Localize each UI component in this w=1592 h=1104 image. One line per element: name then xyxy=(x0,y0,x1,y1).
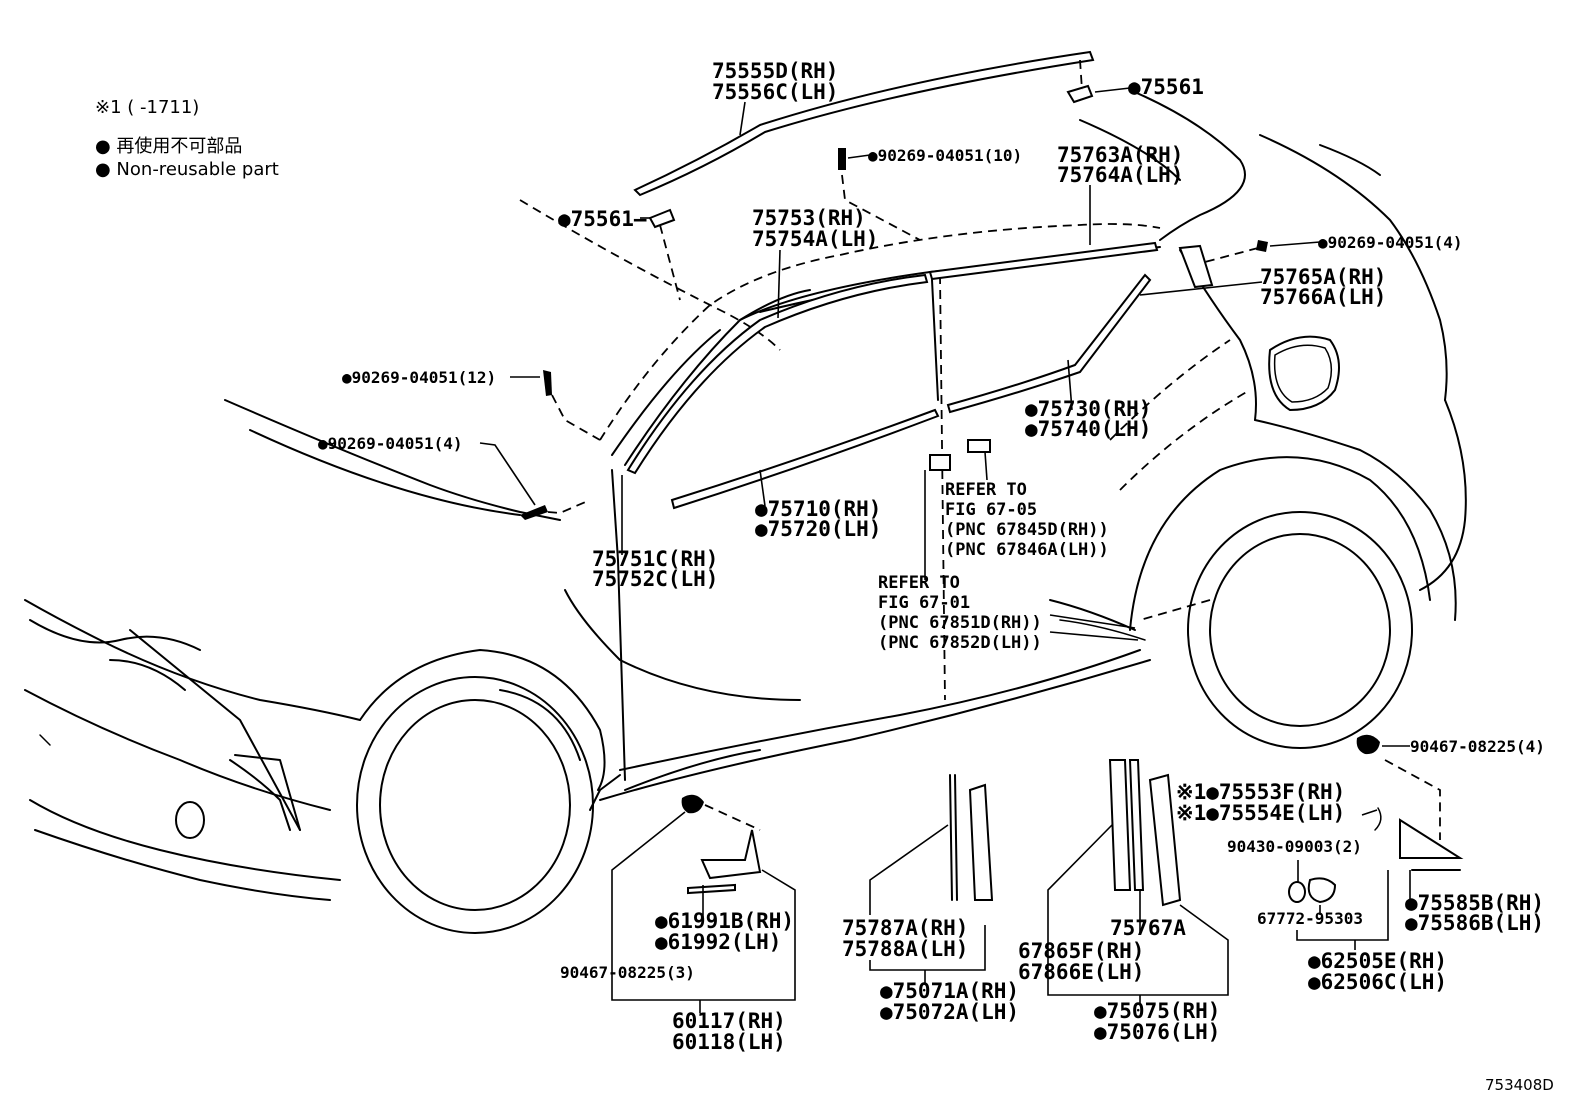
label-75720: ●75720(LH) xyxy=(755,517,881,541)
label-75767a: 75767A xyxy=(1110,916,1186,940)
leader-lines xyxy=(479,59,1441,1013)
label-61992: ●61992(LH) xyxy=(655,930,781,954)
label-90269-4-rear: ●90269-04051(4) xyxy=(1318,233,1463,252)
label-62506c: ●62506C(LH) xyxy=(1308,970,1447,994)
label-67865f: 67865F(RH) xyxy=(1018,939,1144,963)
label-90467-3: 90467-08225(3) xyxy=(560,963,695,982)
label-75710: ●75710(RH) xyxy=(755,497,881,521)
refer-front-line2: FIG 67-01 xyxy=(878,593,970,613)
label-75553f: ※1●75553F(RH) xyxy=(1176,780,1345,804)
footnote-legend: ※1 ( -1711) xyxy=(95,97,199,118)
refer-front-line1: REFER TO xyxy=(878,573,960,593)
label-75561-b: ●75561— xyxy=(558,207,647,231)
callout-labels: 75555D(RH) 75556C(LH) ●75561 ●75561— ●90… xyxy=(318,59,1545,1054)
detail-parts xyxy=(687,759,1464,907)
label-75765a: 75765A(RH) xyxy=(1260,265,1386,289)
refer-rear-line3: (PNC 67845D(RH)) xyxy=(945,520,1109,540)
label-90269-10: ●90269-04051(10) xyxy=(868,146,1022,165)
label-61991b: ●61991B(RH) xyxy=(655,909,794,933)
label-75586b: ●75586B(LH) xyxy=(1405,911,1544,935)
label-90269-12: ●90269-04051(12) xyxy=(342,368,496,387)
label-75740: ●75740(LH) xyxy=(1025,417,1151,441)
label-75554e: ※1●75554E(LH) xyxy=(1176,801,1345,825)
label-75763a: 75763A(RH) xyxy=(1057,143,1183,167)
refer-front-line4: (PNC 67852D(LH)) xyxy=(878,633,1042,653)
label-90269-4-front: ●90269-04051(4) xyxy=(318,434,463,453)
side-window-mouldings xyxy=(626,241,1159,510)
roof-moulding xyxy=(633,50,1095,197)
label-75076: ●75076(LH) xyxy=(1094,1020,1220,1044)
diagram-id: 753408D xyxy=(1485,1076,1554,1094)
label-90467-4: 90467-08225(4) xyxy=(1410,737,1545,756)
label-75752c: 75752C(LH) xyxy=(592,567,718,591)
label-75764a: 75764A(LH) xyxy=(1057,163,1183,187)
non-reusable-legend-en: ● Non-reusable part xyxy=(95,159,279,180)
label-60117: 60117(RH) xyxy=(672,1009,786,1033)
non-reusable-legend-jp: ● 再使用不可部品 xyxy=(95,136,242,157)
legend: ※1 ( -1711) ● 再使用不可部品 ● Non-reusable par… xyxy=(95,97,279,180)
label-75075: ●75075(RH) xyxy=(1094,999,1220,1023)
refer-rear-line1: REFER TO xyxy=(945,480,1027,500)
label-75561-a: ●75561 xyxy=(1128,75,1204,99)
label-75730: ●75730(RH) xyxy=(1025,397,1151,421)
label-75754a: 75754A(LH) xyxy=(752,227,878,251)
label-75766a: 75766A(LH) xyxy=(1260,285,1386,309)
label-75751c: 75751C(RH) xyxy=(592,547,718,571)
label-75788a: 75788A(LH) xyxy=(842,937,968,961)
label-67866e: 67866E(LH) xyxy=(1018,960,1144,984)
label-75071a: ●75071A(RH) xyxy=(880,979,1019,1003)
label-62505e: ●62505E(RH) xyxy=(1308,949,1447,973)
label-67772: 67772-95303 xyxy=(1257,909,1363,928)
clip-symbols xyxy=(520,84,1380,814)
label-90430: 90430-09003(2) xyxy=(1227,837,1362,856)
refer-rear-line4: (PNC 67846A(LH)) xyxy=(945,540,1109,560)
label-75787a: 75787A(RH) xyxy=(842,916,968,940)
refer-rear-line2: FIG 67-05 xyxy=(945,500,1037,520)
label-75753: 75753(RH) xyxy=(752,206,866,230)
label-75585b: ●75585B(RH) xyxy=(1405,891,1544,915)
label-60118: 60118(LH) xyxy=(672,1030,786,1054)
refer-front-line3: (PNC 67851D(RH)) xyxy=(878,613,1042,633)
label-75555d: 75555D(RH) xyxy=(712,59,838,83)
label-75072a: ●75072A(LH) xyxy=(880,1000,1019,1024)
label-75556c: 75556C(LH) xyxy=(712,80,838,104)
